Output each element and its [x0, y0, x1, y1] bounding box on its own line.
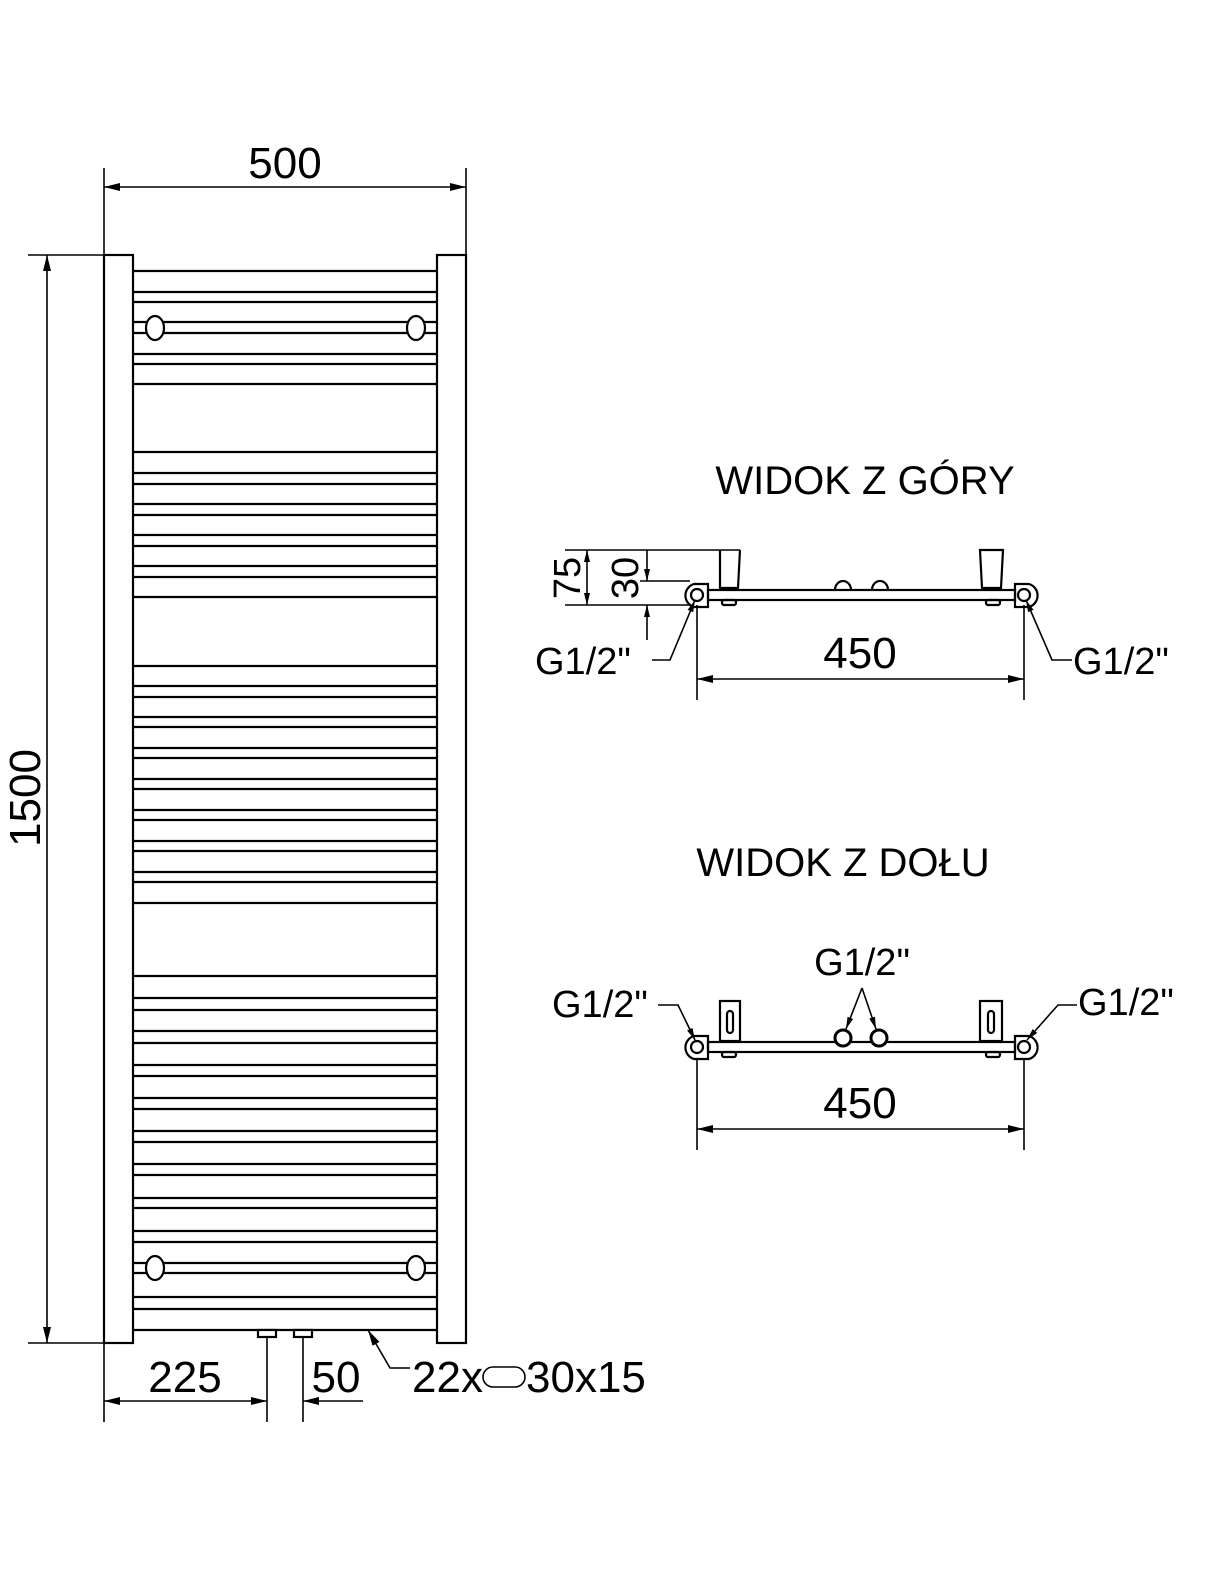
spacing-dim-label: 450 [823, 1079, 896, 1128]
connection-icon [833, 1028, 853, 1048]
connector-right [292, 1328, 314, 1339]
bottom-connector-icon [870, 579, 890, 591]
oval-profile-icon [482, 1366, 526, 1388]
height-dim-label: 1500 [1, 749, 50, 847]
offset-dim-label: 30 [605, 557, 647, 599]
connection-icon [869, 1028, 889, 1048]
spacing-dim-label: 50 [312, 1353, 361, 1402]
bottom-towel-rail [144, 1254, 427, 1282]
top-view-title: WIDOK Z GÓRY [715, 458, 1014, 503]
right-column [435, 253, 468, 1345]
radiator-top-profile [706, 588, 1017, 602]
wall-bracket [978, 548, 1005, 590]
tube-count-label: 22x [412, 1353, 483, 1402]
top-view: WIDOK Z GÓRY 75 30 G1/2" G1/2" 450 [535, 458, 1169, 700]
radiator-bottom-profile [706, 1040, 1017, 1054]
left-endcap [684, 1034, 710, 1061]
connection-icon [1016, 587, 1032, 603]
wall-bracket [978, 999, 1004, 1043]
width-dimension: 500 [103, 139, 467, 255]
front-view: 500 1500 225 5 [1, 139, 646, 1422]
wall-bracket [718, 999, 742, 1043]
bottom-view-title: WIDOK Z DOŁU [696, 841, 989, 885]
tube-size-label: 30x15 [526, 1353, 646, 1402]
connection-icon [1016, 1039, 1032, 1055]
rail-mount-icon [144, 314, 166, 342]
bottom-connector-icon [833, 579, 853, 591]
right-connection-label: G1/2" [1078, 982, 1174, 1024]
connection-icon [689, 587, 705, 603]
left-connection-label: G1/2" [552, 984, 648, 1026]
connection-icon [689, 1039, 705, 1055]
right-connection-label: G1/2" [1073, 641, 1169, 683]
center-connection-label: G1/2" [814, 942, 910, 984]
depth-dim-label: 75 [547, 557, 589, 599]
bottom-view: WIDOK Z DOŁU G1/2" G1/2" G1/2" 450 [552, 841, 1174, 1150]
wall-bracket [718, 549, 742, 590]
bottom-dimensions: 225 50 [104, 1353, 363, 1405]
offset-dim-label: 225 [148, 1353, 221, 1402]
rail-mount-icon [405, 314, 427, 342]
height-dimension: 1500 [1, 254, 104, 1344]
rail-mount-icon [144, 1254, 166, 1282]
radiator-tubes [133, 269, 437, 1332]
spacing-dim-label: 450 [823, 629, 896, 678]
rail-mount-icon [405, 1254, 427, 1282]
top-towel-rail [144, 314, 427, 342]
left-endcap [684, 582, 710, 609]
left-connection-label: G1/2" [535, 641, 631, 683]
tube-callout: 22x 30x15 [367, 1329, 646, 1402]
left-column [102, 253, 135, 1345]
connector-left [256, 1328, 278, 1339]
width-dim-label: 500 [248, 139, 321, 188]
